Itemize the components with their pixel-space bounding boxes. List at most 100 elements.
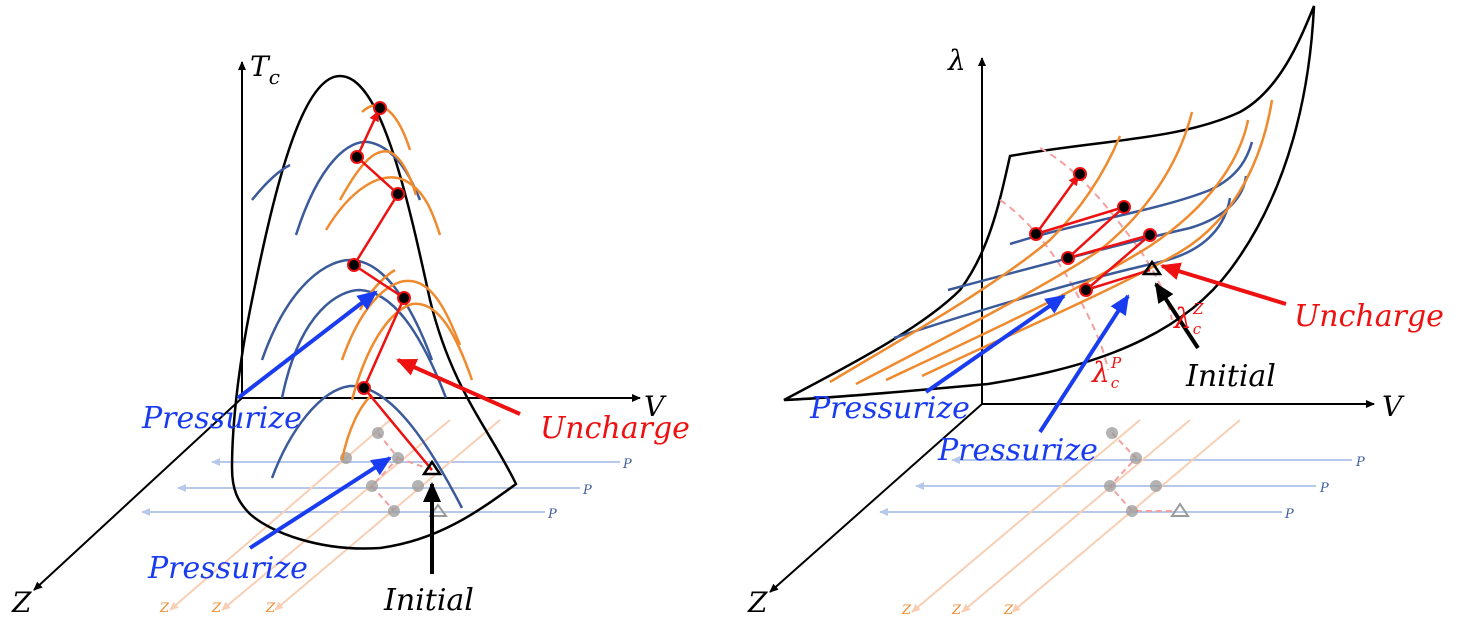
left-path-segment: [353, 263, 405, 300]
right-path-segment: [1067, 233, 1151, 260]
left-floor-projection: P P P Z Z Z: [141, 419, 632, 616]
right-initial-triangle: [1141, 259, 1163, 276]
right-uncharge-label: Uncharge: [1294, 299, 1444, 334]
right-floor-initial-marker: [1170, 502, 1190, 517]
left-constant-p-curves: [251, 140, 464, 509]
left-z-curve: [340, 279, 462, 361]
left-path-segment: [356, 156, 399, 195]
right-floor-dot: [1106, 427, 1118, 439]
left-path-segment: [355, 110, 380, 158]
right-z-curve: [885, 119, 1250, 382]
left-initial-label: Initial: [383, 583, 474, 618]
right-uncharge-arrow: [1160, 262, 1287, 306]
left-uncharge-arrow: [396, 358, 521, 416]
right-pressurize-lower-arrow: [1038, 294, 1130, 434]
right-state-point: [1061, 251, 1075, 265]
right-state-point: [1079, 283, 1093, 297]
left-path-segment: [362, 297, 406, 389]
right-floor-dot: [1126, 505, 1138, 517]
left-z-curve: [338, 150, 418, 201]
right-state-point: [1073, 167, 1087, 181]
left-axis-v-label: V: [644, 390, 667, 423]
left-process-path: [352, 110, 433, 471]
right-surface-envelope: [783, 5, 1316, 402]
left-uncharge-label: Uncharge: [540, 411, 690, 446]
right-z-curve: [855, 111, 1194, 386]
right-lambda-cp-guide: [999, 199, 1109, 371]
left-floor-z-line-1: [169, 419, 391, 611]
left-floor-p-label-1: P: [622, 457, 632, 472]
right-floor-dot: [1150, 480, 1162, 492]
right-floor-p-label-3: P: [1284, 507, 1294, 522]
right-lambda-cz-label: λcZ: [1173, 300, 1204, 338]
right-z-curve: [829, 135, 1122, 384]
left-p-curve: [280, 288, 448, 399]
left-state-point: [397, 291, 411, 305]
left-axis-depth: [33, 397, 243, 591]
left-initial-triangle: [421, 459, 443, 476]
left-floor-p-label-2: P: [582, 483, 592, 498]
right-initial-arrow: [1154, 282, 1200, 350]
right-pressurize-upper-arrow: [924, 294, 1066, 394]
right-floor-projection: P P P Z Z Z: [879, 419, 1365, 618]
right-axis-lambda-label: λ: [947, 44, 966, 77]
right-p-curve: [947, 175, 1248, 292]
left-floor-path: [370, 432, 433, 512]
left-path-segment: [363, 387, 433, 471]
left-z-curve: [340, 394, 373, 461]
left-floor-dot: [366, 480, 378, 492]
left-p-curve: [270, 384, 464, 509]
right-path-segment: [1035, 205, 1125, 236]
left-floor-dot: [412, 480, 424, 492]
left-path-segment: [352, 193, 400, 266]
left-axis-tc-label: Tc: [250, 50, 280, 89]
left-floor-z-label-1: Z: [159, 601, 170, 616]
left-panel: P P P Z Z Z Tc V Z: [11, 50, 690, 619]
left-floor-z-label-3: Z: [265, 601, 276, 616]
left-z-curve: [324, 176, 442, 236]
right-floor-p-label-1: P: [1355, 455, 1365, 470]
right-state-point: [1117, 200, 1131, 214]
right-pressurize-upper-label: Pressurize: [809, 391, 970, 426]
right-process-path: [1034, 174, 1151, 292]
right-axis-depth: [769, 403, 983, 593]
right-path-segment: [1085, 268, 1151, 292]
right-floor-z-label-2: Z: [951, 603, 962, 618]
right-floor-z-line-3: [1011, 419, 1241, 613]
left-state-points: [347, 101, 411, 395]
right-floor-dot: [1130, 452, 1142, 464]
left-state-point: [373, 101, 387, 115]
right-p-curve: [893, 197, 1232, 340]
right-floor-z-line-2: [961, 419, 1191, 613]
right-axis-z-label: Z: [747, 586, 768, 619]
left-state-point: [357, 381, 371, 395]
left-p-curve: [251, 163, 291, 201]
left-axis-z-label: Z: [11, 586, 32, 619]
right-floor-dot: [1104, 480, 1116, 492]
right-state-points: [1029, 167, 1157, 297]
left-state-point: [347, 258, 361, 272]
left-pressurize-upper-label: Pressurize: [141, 401, 302, 436]
right-initial-label: Initial: [1185, 359, 1276, 394]
right-floor-z-label-1: Z: [901, 603, 912, 618]
left-dome-envelope: [230, 74, 518, 550]
right-p-curve: [1009, 141, 1254, 246]
right-state-point: [1029, 227, 1043, 241]
right-axis-v-label: V: [1382, 390, 1405, 423]
left-z-curve: [361, 104, 412, 151]
right-panel: P P P Z Z Z λ V Z: [747, 5, 1444, 619]
right-path-segment: [1034, 174, 1080, 235]
right-path-segment: [1085, 234, 1151, 291]
left-pressurize-lower-label: Pressurize: [147, 551, 308, 586]
left-floor-dot: [388, 505, 400, 517]
right-path-segment: [1067, 206, 1125, 259]
right-z-curve: [921, 99, 1274, 378]
right-floor-p-label-2: P: [1319, 481, 1329, 496]
left-z-curve: [350, 302, 474, 401]
left-floor-z-line-3: [274, 419, 501, 611]
left-state-point: [391, 187, 405, 201]
left-floor-dot: [392, 452, 404, 464]
right-pressurize-lower-label: Pressurize: [937, 433, 1098, 468]
left-floor-z-line-2: [221, 419, 451, 611]
